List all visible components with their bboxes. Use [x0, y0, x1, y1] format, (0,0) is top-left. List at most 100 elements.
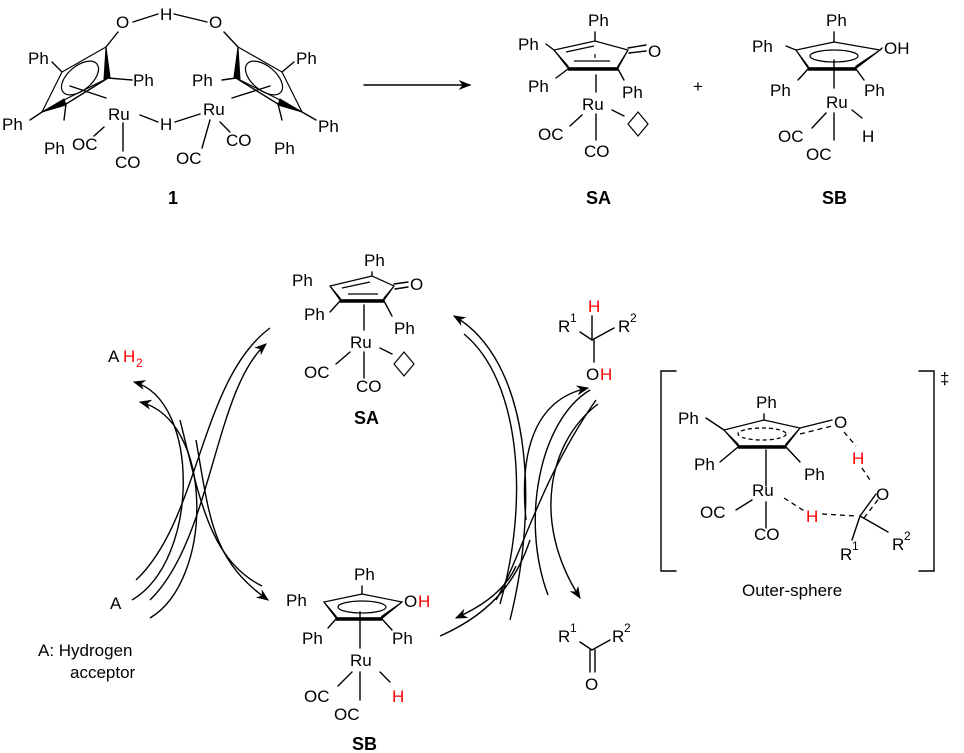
compound1-Ru-right: Ru — [203, 100, 225, 119]
SB-hydride-H: H — [392, 687, 404, 706]
bond — [335, 351, 351, 365]
aromatic-ring-circle — [244, 60, 284, 96]
ketone-R1: R — [558, 627, 570, 646]
ts-OC: OC — [700, 503, 726, 522]
compound1-OC: OC — [176, 149, 202, 168]
bond — [107, 77, 133, 81]
SA-CO: CO — [584, 142, 610, 161]
ts-O-substrate: O — [876, 485, 889, 504]
bond — [173, 13, 208, 23]
delocalized-ring — [737, 427, 787, 441]
co-bond — [859, 493, 877, 517]
arc-line — [179, 419, 263, 587]
SA-label-cycle: SA — [354, 408, 379, 428]
vacant-site-square — [393, 351, 415, 377]
bond — [611, 109, 625, 117]
acceptor-note-line2: acceptor — [70, 663, 136, 682]
right-cp-ring — [235, 46, 304, 114]
wedge-bond — [853, 49, 881, 71]
transition-state: ‡ Ph Ph Ph Ph O Ru OC CO H O H R 1 — [660, 369, 949, 600]
wedge-bond — [795, 49, 811, 71]
SB-OC: OC — [806, 145, 832, 164]
carbonyl-bond — [628, 50, 647, 54]
compound1-CO: CO — [115, 153, 141, 172]
bond — [719, 446, 739, 463]
bond — [797, 68, 809, 81]
SB-Ph: Ph — [354, 565, 375, 584]
bond — [277, 103, 283, 121]
SB-Ph: Ph — [392, 629, 413, 648]
bond — [379, 347, 393, 355]
acceptor-A: A — [110, 594, 122, 613]
SB-H: H — [862, 127, 874, 146]
ts-R2-sup: 2 — [904, 529, 911, 543]
SA-Ph: Ph — [588, 11, 609, 30]
bond — [379, 671, 391, 683]
ru-cp-bond — [69, 85, 107, 99]
SB-label-cycle: SB — [352, 734, 377, 753]
compound1-Ph: Ph — [192, 71, 213, 90]
hydride-partial-bond — [783, 497, 807, 513]
ketone-R2-sup: 2 — [624, 621, 631, 635]
wedge-bond — [615, 49, 629, 71]
wedge-bond — [783, 427, 801, 449]
alcohol-R2: R — [618, 317, 630, 336]
SA-Ph: Ph — [292, 271, 313, 290]
bond — [105, 31, 119, 48]
acceptor-note-line1: A: Hydrogen — [38, 641, 133, 660]
ts-Ph: Ph — [804, 465, 825, 484]
bond — [735, 499, 753, 511]
ketone-O: O — [585, 675, 598, 694]
bond — [591, 639, 611, 651]
compound1-O-right: O — [209, 13, 222, 32]
compound1-Ru-left: Ru — [108, 105, 130, 124]
arc-line — [135, 327, 271, 581]
arc-arrow-to-SB — [195, 439, 270, 601]
bond — [579, 641, 593, 651]
bond — [93, 126, 105, 137]
ts-Ph: Ph — [694, 455, 715, 474]
bond — [579, 331, 593, 341]
alcohol-H: H — [588, 297, 600, 316]
bond — [851, 109, 863, 119]
co-partial-bond — [863, 496, 881, 519]
SB-label-top: SB — [822, 188, 847, 208]
SA-Ru: Ru — [582, 95, 604, 114]
arc-line — [439, 539, 531, 637]
bond — [785, 446, 801, 463]
left-cp-ring — [40, 46, 109, 114]
compound1-Ph: Ph — [44, 139, 65, 158]
aromatic-ring-circle — [337, 600, 387, 614]
compound1-Ph: Ph — [133, 71, 154, 90]
SA-Ph: Ph — [622, 83, 643, 102]
compound1-Ph: Ph — [296, 49, 317, 68]
compound1-Ph: Ph — [2, 115, 23, 134]
SB-Ph: Ph — [826, 11, 847, 30]
SA-Ph: Ph — [304, 305, 325, 324]
ts-CO: CO — [754, 525, 780, 544]
ts-caption: Outer-sphere — [742, 581, 842, 600]
partial-bond — [799, 425, 833, 435]
bond — [555, 68, 569, 79]
compound-SB-top: Ph Ph Ph Ph OH Ru H OC OC SB — [752, 11, 910, 208]
SB-OH: OH — [884, 39, 910, 58]
alcohol-R1-sup: 1 — [570, 311, 577, 325]
SA-O: O — [410, 275, 423, 294]
bond — [851, 515, 861, 541]
SB-cp-ring — [795, 41, 882, 69]
bond — [381, 618, 393, 631]
wedge-bond — [233, 46, 241, 80]
carbonyl-bond — [394, 286, 409, 290]
arc-arrow-to-AH2-inner — [138, 399, 198, 619]
wedge-bond — [323, 601, 339, 621]
ts-Ru: Ru — [752, 481, 774, 500]
ts-R2: R — [892, 535, 904, 554]
bond — [221, 77, 237, 81]
ru-cp-bond — [231, 85, 271, 99]
ketone-R2: R — [612, 627, 624, 646]
bond — [617, 68, 625, 81]
SB-Ph: Ph — [864, 81, 885, 100]
ts-R1: R — [840, 545, 852, 564]
compound-SB-cycle: Ph Ph Ph Ph O H Ru H OC OC SB — [286, 565, 430, 753]
